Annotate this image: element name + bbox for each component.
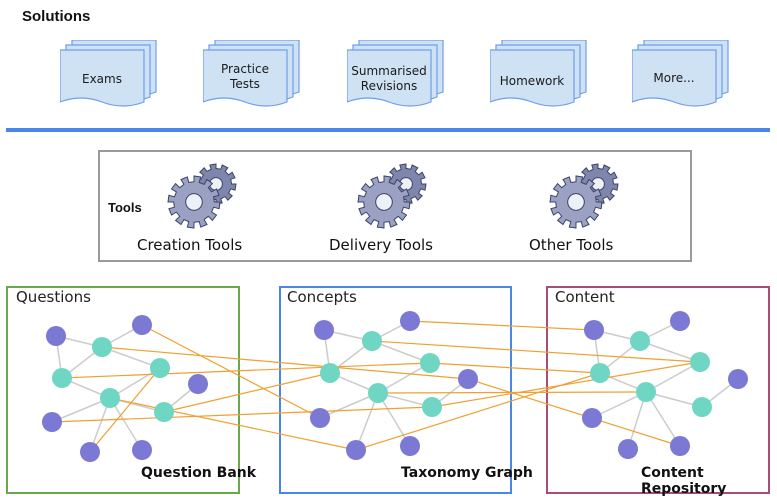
solution-label: Exams bbox=[82, 72, 122, 86]
solution-homework[interactable]: Homework bbox=[489, 39, 590, 115]
questions-title: Questions bbox=[16, 288, 91, 306]
graph-node bbox=[80, 442, 100, 462]
solution-label: More... bbox=[653, 71, 695, 85]
graph-node bbox=[584, 320, 604, 340]
tools-panel bbox=[98, 150, 692, 262]
graph-edge bbox=[377, 362, 431, 394]
solution-summarised-revisions[interactable]: Summarised Revisions bbox=[346, 39, 447, 115]
graph-node bbox=[692, 397, 712, 417]
graph-node bbox=[400, 311, 420, 331]
cross-link bbox=[61, 362, 431, 379]
graph-node bbox=[92, 337, 112, 357]
question-bank-caption: Question Bank bbox=[141, 465, 257, 481]
document-stack-icon bbox=[489, 39, 587, 107]
gears-icon bbox=[357, 163, 427, 229]
cross-link bbox=[431, 361, 701, 408]
graph-node bbox=[422, 397, 442, 417]
graph-edge bbox=[377, 392, 411, 447]
cross-link bbox=[467, 378, 681, 447]
graph-edge bbox=[371, 340, 431, 364]
graph-node bbox=[420, 353, 440, 373]
content-title: Content bbox=[555, 288, 615, 306]
document-stack-icon bbox=[346, 39, 444, 107]
gears-icon bbox=[549, 163, 619, 229]
graph-edge bbox=[109, 397, 143, 451]
graph-edge bbox=[355, 392, 379, 451]
graph-node bbox=[458, 369, 478, 389]
graph-edge bbox=[51, 397, 111, 423]
tool-delivery-label: Delivery Tools bbox=[329, 236, 433, 254]
document-stack-icon bbox=[59, 39, 157, 107]
graph-node bbox=[320, 363, 340, 383]
graph-node bbox=[132, 315, 152, 335]
graph-node bbox=[46, 326, 66, 346]
cross-link bbox=[163, 372, 331, 413]
graph-node bbox=[362, 331, 382, 351]
graph-node bbox=[132, 440, 152, 460]
graph-edge bbox=[319, 392, 379, 419]
solution-label: Practice Tests bbox=[221, 62, 269, 91]
graph-node bbox=[728, 369, 748, 389]
graph-edge bbox=[645, 361, 701, 393]
questions-panel bbox=[6, 286, 240, 494]
solution-label: Homework bbox=[499, 74, 565, 88]
solution-exams[interactable]: Exams bbox=[59, 39, 160, 115]
gears-icon bbox=[167, 163, 237, 229]
graph-node bbox=[590, 363, 610, 383]
tool-delivery[interactable] bbox=[350, 160, 436, 235]
document-stack-icon bbox=[202, 39, 300, 107]
graph-edge bbox=[101, 346, 161, 369]
divider-line bbox=[6, 128, 770, 132]
solution-practice-tests[interactable]: Practice Tests bbox=[202, 39, 303, 115]
graph-node bbox=[368, 383, 388, 403]
graph-node bbox=[582, 408, 602, 428]
document-stack-icon bbox=[631, 39, 729, 107]
graph-node bbox=[630, 331, 650, 351]
graph-node bbox=[670, 311, 690, 331]
graph-node bbox=[314, 320, 334, 340]
graph-node bbox=[636, 382, 656, 402]
cross-link bbox=[429, 362, 601, 374]
graph-node bbox=[100, 388, 120, 408]
graph-node bbox=[690, 352, 710, 372]
graph-node bbox=[52, 368, 72, 388]
graph-node bbox=[310, 408, 330, 428]
graph-node bbox=[400, 436, 420, 456]
solution-label: Summarised Revisions bbox=[351, 64, 427, 93]
cross-link bbox=[371, 340, 701, 363]
graph-node bbox=[42, 412, 62, 432]
cross-link bbox=[409, 320, 595, 331]
tool-creation[interactable] bbox=[160, 160, 246, 235]
tool-other[interactable] bbox=[542, 160, 628, 235]
tools-title: Tools bbox=[108, 200, 142, 215]
graph-edge bbox=[639, 340, 701, 363]
graph-node bbox=[150, 358, 170, 378]
tool-creation-label: Creation Tools bbox=[137, 236, 243, 254]
concepts-panel bbox=[279, 286, 512, 494]
graph-edge bbox=[645, 391, 681, 447]
graph-node bbox=[154, 402, 174, 422]
solutions-title: Solutions bbox=[22, 8, 91, 25]
graph-node bbox=[618, 439, 638, 459]
cross-link bbox=[89, 367, 161, 453]
solution-more[interactable]: More... bbox=[631, 39, 732, 115]
cross-link bbox=[101, 346, 469, 380]
cross-link bbox=[51, 406, 433, 423]
graph-node bbox=[188, 374, 208, 394]
graph-node bbox=[346, 440, 366, 460]
graph-node bbox=[670, 436, 690, 456]
taxonomy-graph-caption: Taxonomy Graph bbox=[401, 465, 533, 481]
cross-link bbox=[109, 397, 357, 451]
content-repository-caption: Content Repository bbox=[641, 465, 727, 497]
tool-other-label: Other Tools bbox=[529, 236, 614, 254]
concepts-title: Concepts bbox=[287, 288, 357, 306]
